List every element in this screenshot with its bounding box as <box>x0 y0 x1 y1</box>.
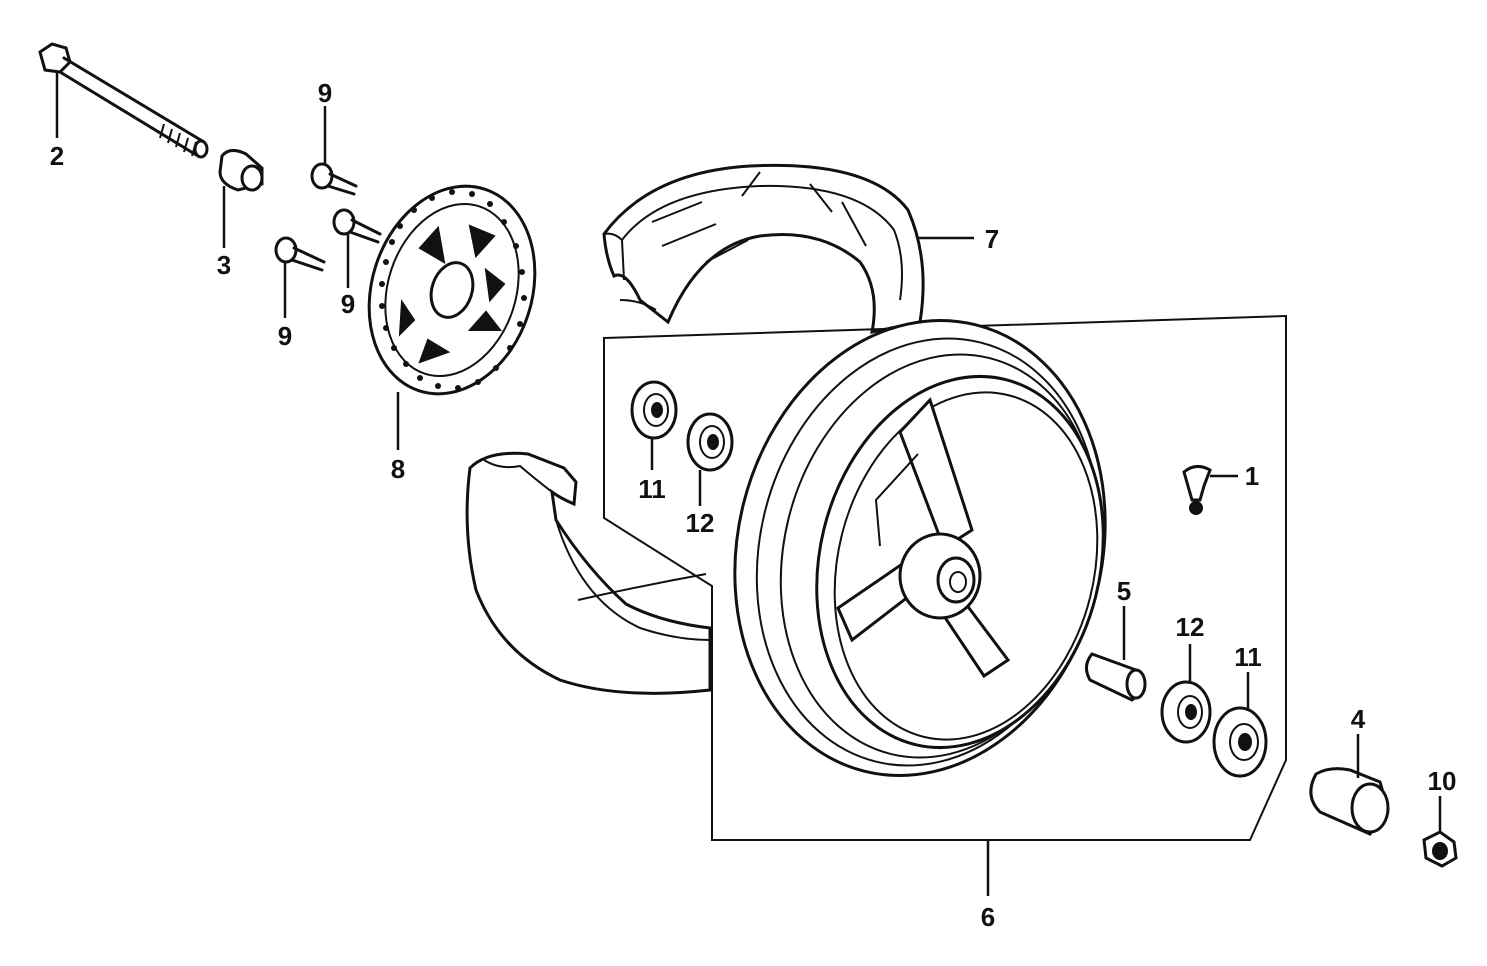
tire-cutaway-section <box>465 451 712 695</box>
left-collar <box>218 149 264 192</box>
bearing-11-left <box>630 380 678 440</box>
callout-9-lower: 9 <box>278 321 292 351</box>
disc-bolt-lower <box>274 236 326 272</box>
tire-valve <box>1182 465 1212 515</box>
callout-6: 6 <box>981 902 995 932</box>
seal-12-left <box>686 412 734 472</box>
callout-5: 5 <box>1117 576 1131 606</box>
callout-12-left: 12 <box>686 508 715 538</box>
wheel-assembly-group-box <box>603 314 1287 841</box>
callout-3: 3 <box>217 250 231 280</box>
callout-9-middle: 9 <box>341 289 355 319</box>
seal-12-right <box>1160 680 1212 744</box>
wheel-hub <box>898 532 982 620</box>
callout-11-left: 11 <box>638 474 666 504</box>
callout-12-right: 12 <box>1176 612 1205 642</box>
callout-10: 10 <box>1428 766 1457 796</box>
brake-disc <box>367 184 537 396</box>
tire <box>602 163 925 334</box>
distance-collar <box>1085 652 1147 702</box>
disc-bolt-middle <box>332 208 382 244</box>
callout-9-top: 9 <box>318 78 332 108</box>
callout-7: 7 <box>985 224 999 254</box>
callout-4: 4 <box>1351 704 1366 734</box>
bearing-11-right <box>1212 706 1268 778</box>
wheel-rim <box>733 319 1107 777</box>
callout-2: 2 <box>50 141 64 171</box>
disc-bolt-top <box>310 162 358 196</box>
right-collar <box>1309 767 1390 836</box>
disc-vent-holes <box>379 189 527 391</box>
callout-11-right: 11 <box>1234 642 1262 672</box>
callout-8: 8 <box>391 454 405 484</box>
axle-bolt <box>38 42 209 159</box>
axle-nut <box>1422 830 1458 868</box>
callout-1: 1 <box>1245 461 1259 491</box>
